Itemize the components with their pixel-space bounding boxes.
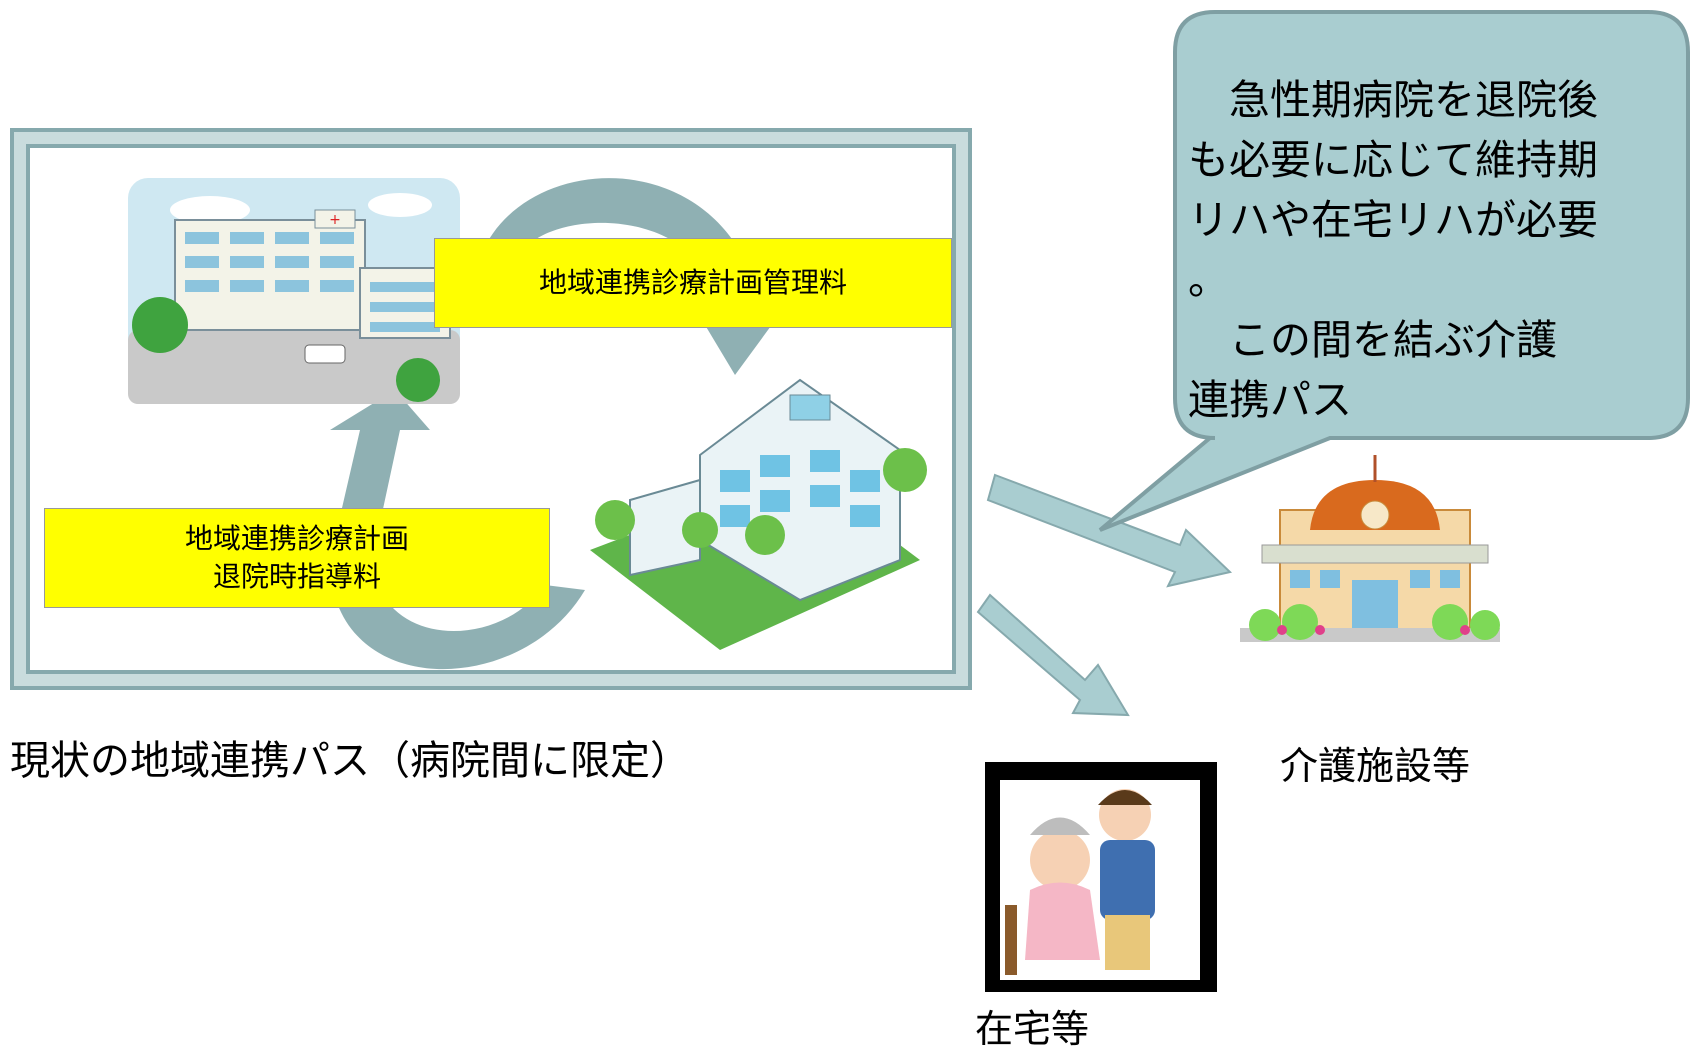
- home-care-icon: [985, 762, 1217, 992]
- callout-line: も必要に応じて維持期: [1188, 136, 1598, 184]
- callout-line: この間を結ぶ介護: [1188, 316, 1557, 364]
- discharge-fee-line2: 退院時指導料: [212, 560, 381, 593]
- svg-text:+: +: [329, 212, 341, 228]
- home-caption: 在宅等: [975, 1007, 1090, 1051]
- callout-text: 急性期病院を退院後 も必要に応じて維持期 リハや在宅リハが必要 。 この間を結ぶ…: [1188, 70, 1658, 430]
- arrow-to-home: [976, 593, 1130, 717]
- callout-line: 。: [1188, 256, 1229, 304]
- discharge-fee-line1: 地域連携診療計画: [184, 522, 409, 555]
- plan-management-fee-label: 地域連携診療計画管理料: [434, 238, 952, 328]
- callout-line: 急性期病院を退院後: [1188, 76, 1598, 124]
- care-facility-caption: 介護施設等: [1280, 744, 1471, 788]
- arrow-to-care-facility: [986, 473, 1233, 588]
- callout-line: リハや在宅リハが必要: [1188, 196, 1598, 244]
- callout-line: 連携パス: [1188, 376, 1352, 424]
- care-facility-icon: [1240, 455, 1500, 642]
- rehab-hospital-icon: [590, 378, 927, 650]
- callout-bubble: [1098, 10, 1690, 532]
- current-path-caption: 現状の地域連携パス（病院間に限定）: [10, 738, 690, 784]
- discharge-guidance-fee-label: 地域連携診療計画 退院時指導料: [44, 508, 550, 608]
- plan-management-fee-text: 地域連携診療計画管理料: [538, 266, 847, 299]
- cycle-arrow-bottom: [330, 390, 585, 670]
- acute-hospital-icon: +: [128, 178, 460, 404]
